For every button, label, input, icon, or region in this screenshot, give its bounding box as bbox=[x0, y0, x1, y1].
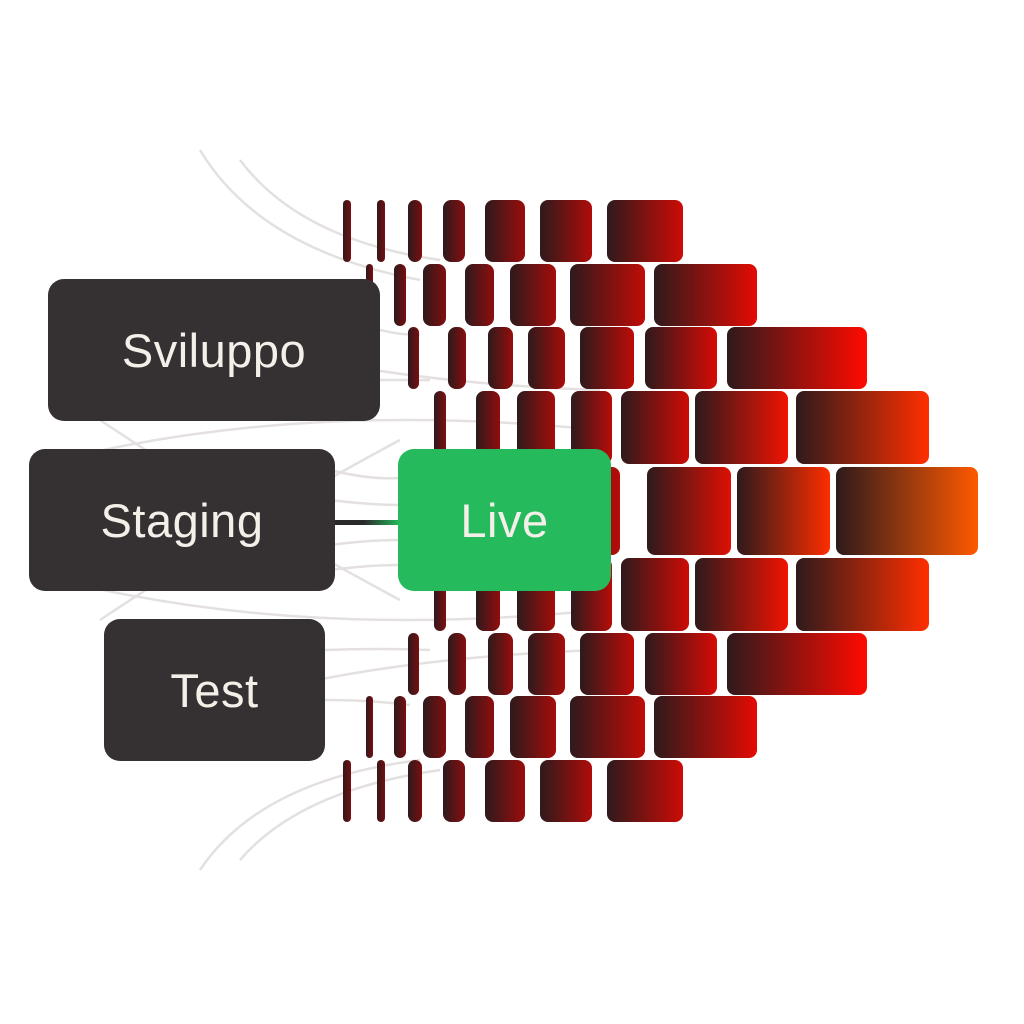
connection-line bbox=[329, 468, 401, 480]
brick bbox=[343, 760, 351, 822]
brick bbox=[434, 391, 446, 464]
brick bbox=[394, 696, 406, 758]
brick bbox=[654, 696, 757, 758]
brick bbox=[654, 264, 757, 326]
brick bbox=[485, 200, 525, 262]
brick bbox=[607, 200, 683, 262]
brick bbox=[448, 633, 466, 695]
brick bbox=[528, 633, 565, 695]
brick bbox=[408, 200, 422, 262]
connection-line bbox=[239, 159, 441, 262]
brick bbox=[408, 760, 422, 822]
brick bbox=[343, 200, 351, 262]
connection-line bbox=[324, 647, 431, 652]
brick bbox=[465, 696, 494, 758]
brick bbox=[485, 760, 525, 822]
brick bbox=[695, 391, 788, 464]
connection-line bbox=[329, 563, 401, 572]
brick bbox=[645, 327, 717, 389]
connection-line bbox=[329, 498, 401, 507]
brick bbox=[727, 633, 867, 695]
brick bbox=[570, 696, 645, 758]
brick bbox=[423, 264, 446, 326]
brick bbox=[510, 696, 556, 758]
brick bbox=[377, 760, 385, 822]
brick bbox=[607, 760, 683, 822]
brick bbox=[727, 327, 867, 389]
env-box-sviluppo[interactable]: Sviluppo bbox=[48, 279, 380, 421]
env-label: Staging bbox=[100, 493, 264, 547]
brick bbox=[695, 558, 788, 631]
brick bbox=[540, 200, 592, 262]
brick bbox=[796, 391, 929, 464]
brick bbox=[580, 327, 634, 389]
brick bbox=[517, 391, 555, 464]
brick bbox=[488, 633, 513, 695]
staging-to-live-connector bbox=[334, 520, 400, 525]
connection-line bbox=[329, 538, 401, 547]
env-label: Sviluppo bbox=[121, 323, 307, 377]
brick bbox=[465, 264, 494, 326]
brick bbox=[528, 327, 565, 389]
brick bbox=[621, 558, 689, 631]
brick bbox=[366, 696, 373, 758]
brick bbox=[443, 200, 465, 262]
connection-line bbox=[198, 149, 421, 282]
brick bbox=[796, 558, 929, 631]
brick bbox=[647, 467, 731, 555]
env-box-staging[interactable]: Staging bbox=[29, 449, 335, 591]
brick bbox=[621, 391, 689, 464]
brick bbox=[645, 633, 717, 695]
brick bbox=[448, 327, 466, 389]
brick bbox=[408, 327, 419, 389]
brick bbox=[488, 327, 513, 389]
connection-line bbox=[239, 768, 441, 861]
env-box-test[interactable]: Test bbox=[104, 619, 325, 761]
brick bbox=[510, 264, 556, 326]
brick bbox=[377, 200, 385, 262]
brick bbox=[394, 264, 406, 326]
brick bbox=[571, 391, 612, 464]
brick bbox=[836, 467, 978, 555]
brick bbox=[737, 467, 830, 555]
env-label: Test bbox=[170, 663, 259, 717]
live-label: Live bbox=[460, 493, 549, 547]
env-box-live[interactable]: Live bbox=[398, 449, 611, 591]
brick bbox=[540, 760, 592, 822]
brick bbox=[408, 633, 419, 695]
brick bbox=[476, 391, 500, 464]
brick bbox=[580, 633, 634, 695]
brick bbox=[570, 264, 645, 326]
brick bbox=[423, 696, 446, 758]
brick bbox=[443, 760, 465, 822]
